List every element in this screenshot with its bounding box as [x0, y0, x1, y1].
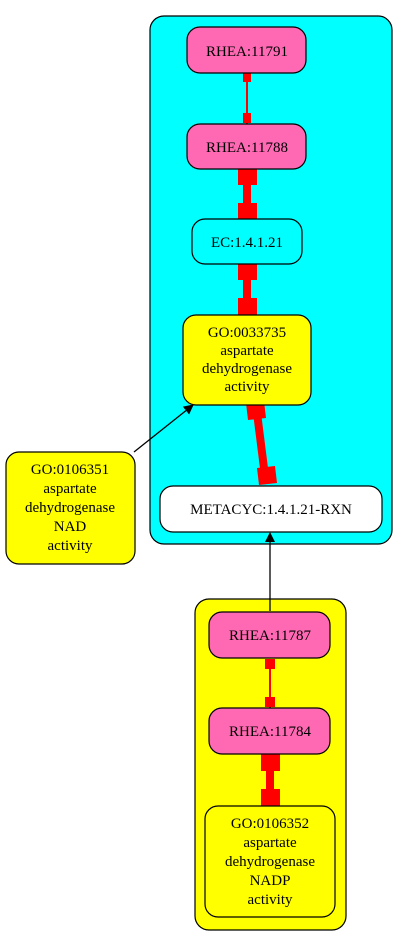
node-go-0106351[interactable]: GO:0106351 aspartate dehydrogenase NAD a…	[5, 451, 136, 565]
node-rhea-11787[interactable]: RHEA:11787	[208, 611, 331, 659]
node-label: RHEA:11791	[206, 44, 288, 60]
node-label: activity	[48, 538, 93, 554]
edge-rhea11784-go0106352	[261, 754, 280, 806]
edge-go0033735-metacyc	[246, 401, 277, 485]
node-label: NAD	[54, 519, 87, 535]
node-label: aspartate	[43, 481, 97, 497]
edge-rhea11787-rhea11784	[265, 659, 275, 708]
node-go-0033735[interactable]: GO:0033735 aspartate dehydrogenase activ…	[182, 314, 312, 406]
node-label: EC:1.4.1.21	[211, 235, 283, 251]
node-rhea-11791[interactable]: RHEA:11791	[186, 26, 307, 74]
node-label: METACYC:1.4.1.21-RXN	[190, 502, 352, 518]
node-label: RHEA:11788	[206, 140, 288, 156]
node-metacyc-1-4-1-21-rxn[interactable]: METACYC:1.4.1.21-RXN	[159, 485, 383, 533]
node-label: RHEA:11787	[229, 628, 311, 644]
edge-ec-go0033735	[238, 263, 257, 315]
cluster-cyan	[149, 15, 393, 545]
node-label: GO:0106352	[231, 816, 309, 832]
edge-rhea11791-rhea11788	[243, 73, 251, 124]
node-go-0106352[interactable]: GO:0106352 aspartate dehydrogenase NADP …	[204, 805, 336, 918]
node-label: dehydrogenase	[25, 500, 115, 516]
node-label: aspartate	[220, 343, 274, 359]
node-label: NADP	[250, 873, 291, 889]
edge-rhea11788-ec	[238, 168, 257, 220]
node-label: activity	[225, 379, 270, 395]
arrow-go0106351-to-go0033735	[133, 404, 194, 453]
node-label: dehydrogenase	[202, 361, 292, 377]
node-label: GO:0033735	[208, 325, 286, 341]
node-label: dehydrogenase	[225, 854, 315, 870]
node-label: GO:0106351	[31, 462, 109, 478]
node-label: aspartate	[243, 835, 297, 851]
node-rhea-11784[interactable]: RHEA:11784	[208, 707, 331, 755]
node-rhea-11788[interactable]: RHEA:11788	[186, 123, 307, 170]
node-label: RHEA:11784	[229, 724, 311, 740]
node-label: activity	[248, 892, 293, 908]
node-ec-1-4-1-21[interactable]: EC:1.4.1.21	[191, 218, 303, 265]
